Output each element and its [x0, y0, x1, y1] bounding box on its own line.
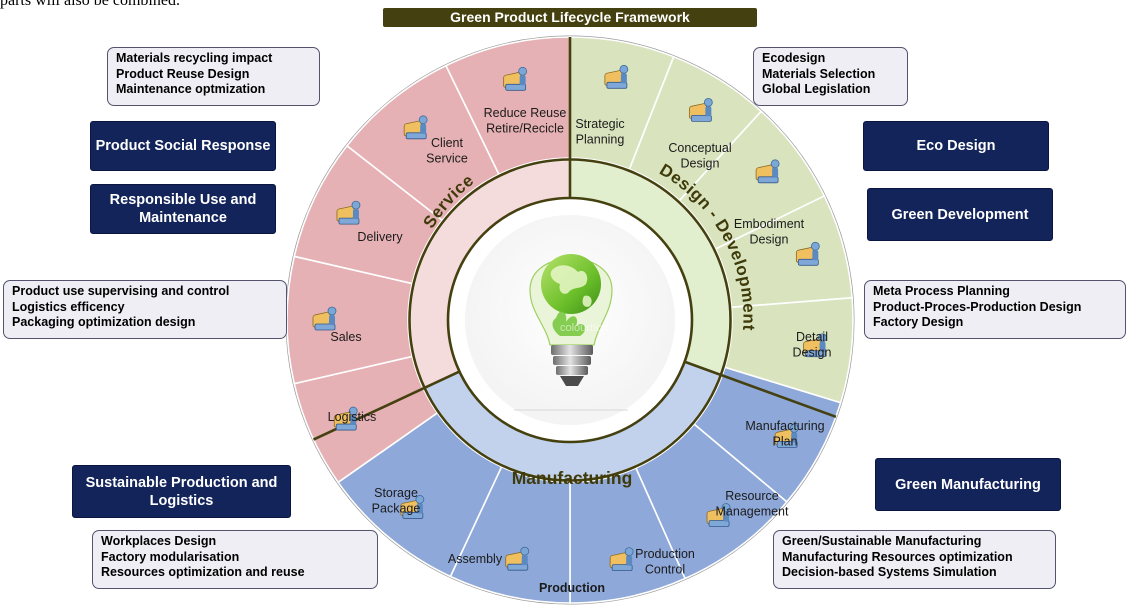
- note-line: Ecodesign: [762, 51, 826, 65]
- production-icon: [609, 547, 634, 572]
- assembly-icon: [505, 546, 530, 571]
- manufacturing-ring-title: Manufacturing: [512, 468, 633, 488]
- top-text-fragment: parts will also be combined.: [0, 0, 180, 9]
- inner-manufacturing: [425, 361, 720, 479]
- sales-icon: [312, 306, 337, 331]
- note-line: Product use supervising and control: [12, 284, 230, 298]
- inner-service: [411, 161, 570, 388]
- note-line: Global Legislation: [762, 82, 871, 96]
- resource-icon: [774, 423, 799, 448]
- strategic-icon: [604, 64, 629, 89]
- note-line: Meta Process Planning: [873, 284, 1010, 298]
- design-top-notes: Ecodesign Materials Selection Global Leg…: [753, 47, 908, 106]
- manufacturing-plan-icon: [803, 333, 827, 358]
- inner-ring: [312, 37, 837, 482]
- note-line: Materials Selection: [762, 66, 876, 81]
- production-control-icon: [706, 503, 731, 527]
- note-line: Logistics efficency: [12, 299, 125, 314]
- note-line: Product Reuse Design: [116, 66, 250, 81]
- note-line: Workplaces Design: [101, 534, 217, 548]
- segment-icons: [312, 64, 827, 572]
- delivery-icon: [336, 200, 361, 225]
- note-line: Green/Sustainable Manufacturing: [782, 534, 982, 548]
- category-responsible-use: Responsible Use and Maintenance: [90, 184, 276, 234]
- conceptual-icon: [688, 97, 713, 122]
- category-green-manufacturing: Green Manufacturing: [875, 458, 1061, 511]
- label-assembly: Assembly: [448, 552, 503, 566]
- note-line: Decision-based Systems Simulation: [782, 565, 997, 579]
- note-line: Factory modularisation: [101, 549, 240, 564]
- framework-title: Green Product Lifecycle Framework: [383, 8, 757, 27]
- inner-design: [570, 161, 729, 375]
- category-product-social-response: Product Social Response: [90, 121, 276, 171]
- note-line: Product-Proces-Production Design: [873, 299, 1082, 314]
- note-line: Factory Design: [873, 315, 964, 329]
- manufacturing-right-notes: Green/Sustainable Manufacturing Manufact…: [773, 530, 1056, 589]
- design-right-notes: Meta Process Planning Product-Proces-Pro…: [864, 280, 1126, 339]
- watermark-text: colourbox: [560, 322, 608, 334]
- note-line: Resources optimization and reuse: [101, 565, 305, 579]
- note-line: Materials recycling impact: [116, 51, 273, 65]
- service-left-notes: Product use supervising and control Logi…: [3, 280, 287, 339]
- label-logistics: Logistics: [328, 410, 377, 424]
- note-line: Maintenance optmization: [116, 82, 266, 96]
- label-production: Production: [539, 581, 605, 595]
- manufacturing-left-notes: Workplaces Design Factory modularisation…: [92, 530, 378, 589]
- client-icon: [403, 115, 428, 140]
- service-top-notes: Materials recycling impact Product Reuse…: [107, 47, 320, 106]
- category-green-development: Green Development: [867, 188, 1053, 241]
- note-line: Manufacturing Resources optimization: [782, 549, 1013, 564]
- center-bulb: colourbox: [465, 215, 675, 425]
- storage-icon: [400, 495, 425, 519]
- bulb-base: [551, 345, 593, 355]
- note-line: Packaging optimization design: [12, 315, 196, 329]
- category-sustainable-production: Sustainable Production and Logistics: [72, 465, 291, 518]
- embodiment-icon: [755, 159, 780, 184]
- reduce-icon: [503, 66, 528, 91]
- detail-icon: [795, 241, 820, 266]
- logistics-icon: [333, 406, 358, 431]
- category-eco-design: Eco Design: [863, 121, 1049, 171]
- phase-divider: [684, 360, 837, 419]
- label-delivery: Delivery: [357, 230, 403, 244]
- label-sales: Sales: [330, 330, 361, 344]
